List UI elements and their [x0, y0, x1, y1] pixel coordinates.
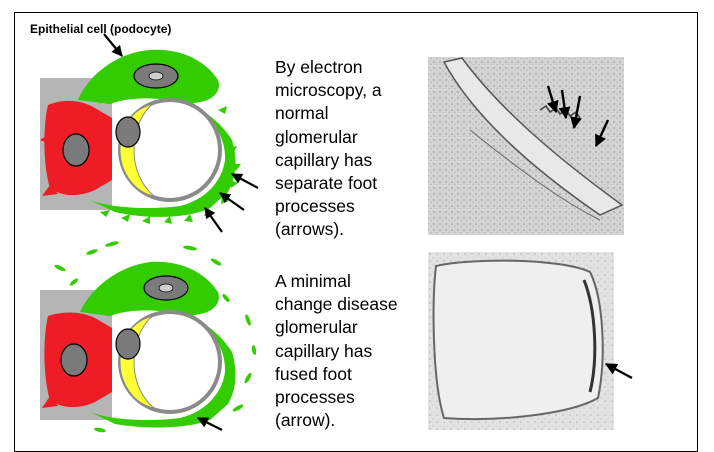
nucleus-icon	[61, 344, 87, 376]
mcd-electron-micrograph	[428, 252, 632, 430]
normal-electron-micrograph	[428, 57, 624, 235]
arrow-icon	[205, 208, 222, 232]
normal-capillary-diagram	[40, 34, 258, 232]
nucleus-icon	[116, 117, 140, 147]
nucleus-icon	[116, 329, 140, 359]
diagram-canvas	[0, 0, 714, 437]
mcd-capillary-diagram	[40, 240, 257, 433]
arrow-icon	[104, 34, 122, 56]
arrow-icon	[232, 174, 258, 188]
nucleus-icon	[63, 134, 89, 166]
